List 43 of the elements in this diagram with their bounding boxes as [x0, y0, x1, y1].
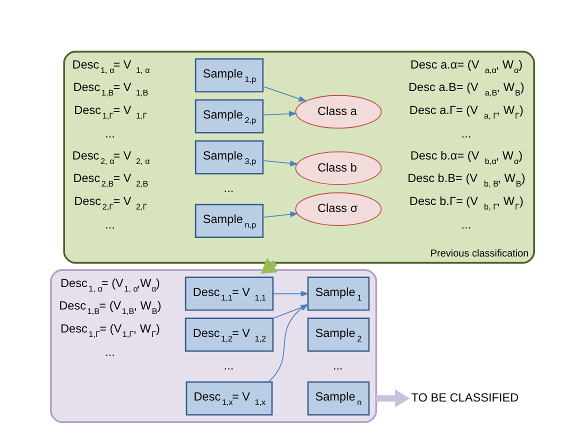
- label: ...: [223, 358, 234, 373]
- label: Desc b.Γ= (V $_{b, Γ}$, W$_{Γ}$): [408, 194, 523, 212]
- arrow: [262, 160, 298, 166]
- node-box: Sample$_{3,p}$: [194, 140, 264, 174]
- label: Desc$_{1,B}$= V $_{1,B}$: [72, 80, 148, 98]
- node-box: Sample$_{2}$: [306, 318, 370, 352]
- node-box: Desc$_{1,1}$= V $_{1,1}$: [184, 276, 274, 311]
- label: Desc$_{1, α}$= V $_{1, α}$: [72, 57, 150, 75]
- label: Desc$_{1, α}$= (V$_{1, α}$,W$_{α}$): [60, 276, 160, 294]
- arrow: [262, 211, 298, 218]
- label: Desc$_{1,Γ}$= (V$_{1,Γ}$, W$_{Γ}$): [60, 321, 160, 339]
- label: Desc$_{1,Γ}$= V $_{1,Γ}$: [74, 102, 147, 120]
- node-box: Desc$_{1,2}$= V $_{1,2}$: [184, 318, 274, 352]
- label: ...: [332, 358, 342, 373]
- label: ...: [460, 218, 471, 232]
- arrow: [262, 86, 306, 102]
- label: Desc$_{2,Γ}$= V $_{2,Γ}$: [74, 194, 147, 212]
- label: Desc a.B= (V $_{a,B}$, W$_{B}$): [408, 80, 524, 98]
- label: Desc$_{2,B}$= V $_{2,B}$: [72, 171, 148, 189]
- arrow: [272, 290, 309, 297]
- node-box: Sample$_{1}$: [306, 276, 370, 311]
- node-ellipse: Class σ: [294, 192, 382, 226]
- node-box: Sample$_{1,p}$: [194, 58, 264, 92]
- node-text: TO BE CLASSIFIED: [410, 390, 518, 404]
- cluster: [50, 269, 377, 423]
- label: Desc$_{2, α}$= V $_{2, α}$: [72, 148, 150, 166]
- node-ellipse: Class b: [294, 151, 382, 186]
- label: Desc b.α= (V $_{b,α}$, W$_{α}$): [410, 148, 522, 166]
- arrow: [376, 389, 410, 408]
- node-box: Desc$_{1,x}$= V $_{1,x}$: [185, 381, 272, 416]
- label: Desc$_{1,B}$= (V$_{1,B}$, W$_{B}$): [58, 298, 161, 316]
- node-box: Sample$_{n,p}$: [194, 204, 264, 238]
- label: Desc a.α= (V $_{a,α}$, W$_{α}$): [410, 57, 522, 75]
- label: ...: [104, 344, 114, 359]
- node-box: Sample$_{n}$: [306, 381, 370, 416]
- arrow: [262, 110, 297, 117]
- label: Desc b.B= (V $_{b, B}$, W$_{B}$): [407, 171, 525, 189]
- label: ...: [104, 126, 114, 141]
- node-box: Sample$_{2,p}$: [194, 99, 264, 134]
- label: ...: [104, 218, 114, 232]
- label: ...: [223, 181, 234, 196]
- label: ...: [460, 126, 471, 141]
- label: Desc a.Γ= (V $_{a, Γ}$, W$_{Γ}$): [408, 102, 523, 120]
